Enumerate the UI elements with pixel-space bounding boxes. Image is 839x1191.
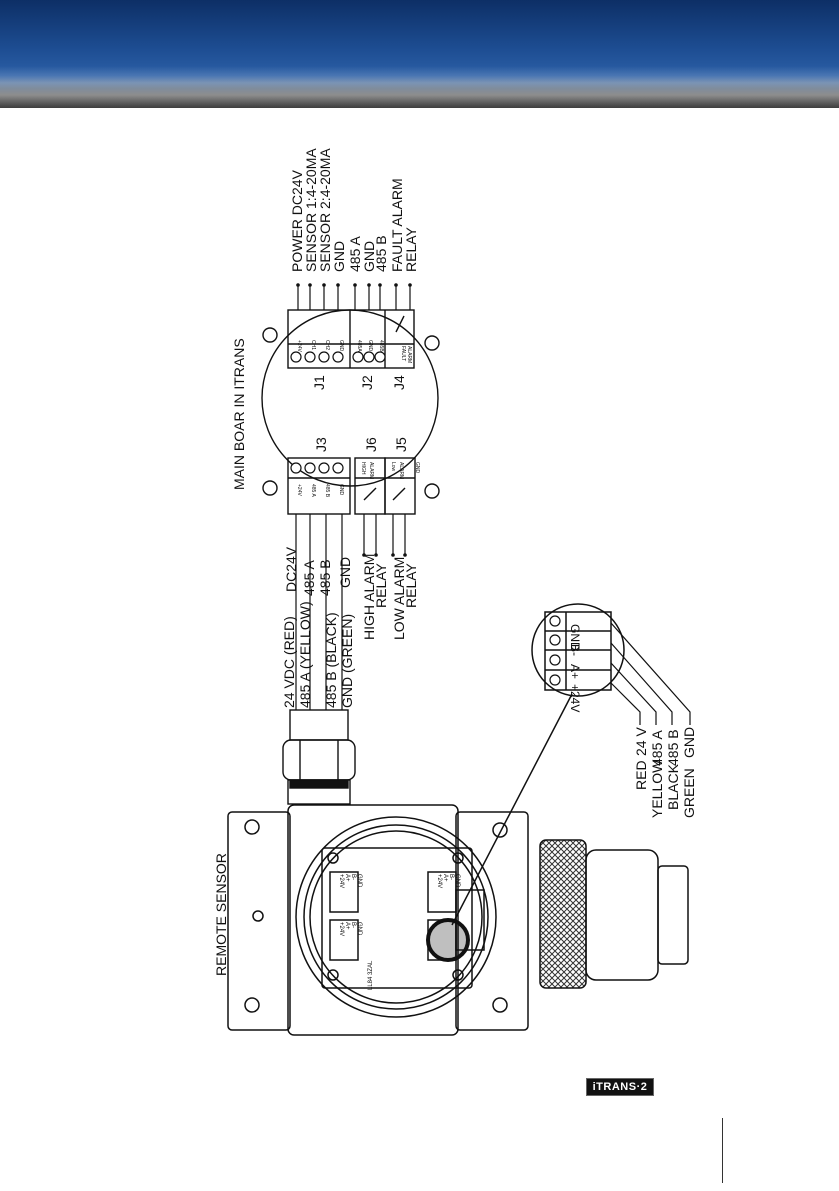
sensor-head-knurl	[539, 839, 587, 989]
label-sensor-1: SENSOR 1:4-20MA	[303, 148, 319, 272]
svg-text:B-: B-	[350, 874, 356, 880]
svg-text:485 A: 485 A	[310, 484, 316, 497]
connector-j2: J2	[359, 375, 375, 390]
wire-signal-24v: 24 V	[633, 727, 649, 756]
svg-text:GND: GND	[356, 874, 362, 888]
svg-text:HIGH: HIGH	[360, 462, 366, 475]
svg-text:B-: B-	[448, 874, 454, 880]
main-board-hole-1	[262, 327, 278, 343]
low-alarm-relay: RELAY	[403, 562, 419, 608]
svg-text:GND: GND	[454, 874, 460, 888]
wire-signal-485b: 485 B	[665, 729, 681, 766]
wire-signal-485a: 485 A	[649, 730, 665, 766]
svg-text:ALARM: ALARM	[406, 346, 412, 363]
wire-color-green: GREEN	[681, 768, 697, 818]
svg-text:ALARM: ALARM	[398, 462, 404, 479]
zoom-leader-line	[451, 693, 573, 926]
low-alarm-label: LOW ALARM	[391, 557, 407, 640]
highlight-circle	[426, 918, 470, 962]
label-gnd-j1: GND	[331, 241, 347, 272]
svg-text:485B: 485B	[378, 340, 384, 352]
svg-text:Low: Low	[390, 462, 396, 472]
connector-j5: J5	[393, 437, 409, 452]
j3-terminal-block	[287, 457, 351, 515]
cable-label-24vdc: 24 VDC (RED)	[281, 616, 297, 708]
svg-text:CH2: CH2	[324, 340, 330, 350]
main-board-hole-3	[424, 335, 440, 351]
svg-text:485A: 485A	[356, 340, 362, 352]
svg-text:GND: GND	[367, 340, 373, 352]
svg-text:485 B: 485 B	[324, 484, 330, 498]
svg-text:+24V: +24V	[338, 922, 344, 936]
cable-label-485a: 485 A (YELLOW)	[297, 601, 313, 708]
wire-signal-gnd: GND	[681, 727, 697, 758]
svg-text:B-: B-	[350, 922, 356, 928]
svg-text:A+: A+	[344, 874, 350, 882]
sensor-head-body	[585, 849, 659, 981]
svg-text:+24V: +24V	[296, 484, 302, 496]
header-band	[0, 0, 839, 108]
remote-sensor-title: REMOTE SENSOR	[213, 853, 229, 976]
connector-j4: J4	[391, 375, 407, 390]
svg-text:+24V: +24V	[296, 340, 302, 352]
sensor-housing-screw	[252, 910, 264, 922]
j3-label-gnd: GND	[337, 557, 353, 588]
page-rule	[722, 1118, 723, 1183]
main-board-title: MAIN BOAR IN ITRANS	[231, 338, 247, 490]
cable-label-gnd: GND (GREEN)	[339, 614, 355, 708]
svg-text:+24V: +24V	[436, 874, 442, 888]
zoom-label-24v: +24V	[568, 684, 582, 712]
high-alarm-relay: RELAY	[373, 562, 389, 608]
label-power-dc24v: POWER DC24V	[289, 169, 305, 272]
zoom-label-b-minus: B-	[568, 644, 582, 656]
sensor-housing-ring-inner	[303, 824, 489, 1010]
connector-j1: J1	[311, 375, 327, 390]
sensor-housing-body	[287, 804, 459, 1036]
high-alarm-label: HIGH ALARM	[361, 554, 377, 640]
label-gnd-j2: GND	[361, 241, 377, 272]
zoom-label-a-plus: A+	[568, 664, 582, 679]
sensor-housing-ring-outer	[295, 816, 497, 1018]
svg-text:+24V: +24V	[338, 874, 344, 888]
j5-relay-block	[384, 457, 416, 515]
zoom-circle	[531, 603, 625, 697]
svg-text:FAULT: FAULT	[400, 346, 406, 361]
cable-label-485b: 485 B (BLACK)	[323, 612, 339, 708]
j1-terminal-block	[287, 309, 415, 369]
zoom-terminal-block	[544, 611, 612, 691]
sensor-part-number: LL84 3ZAL	[368, 960, 374, 990]
svg-text:CH1: CH1	[310, 340, 316, 350]
connector-j6: J6	[363, 437, 379, 452]
label-fault-alarm: FAULT ALARM	[389, 178, 405, 272]
main-board-hole-2	[262, 480, 278, 496]
svg-text:GND: GND	[356, 922, 362, 936]
sensor-housing-left-ear	[227, 811, 291, 1031]
svg-text:GND: GND	[414, 462, 420, 474]
label-485b-j2: 485 B	[373, 235, 389, 272]
connector-j3: J3	[313, 437, 329, 452]
j3-label-485b: 485 B	[317, 559, 333, 596]
wire-color-black: BLACK	[665, 763, 681, 810]
itrans-logo: iTRANS·2	[586, 1078, 654, 1096]
wire-color-yellow: YELLOW	[649, 759, 665, 818]
j3-label-485a: 485 A	[301, 560, 317, 596]
wire-color-red: RED	[633, 760, 649, 790]
svg-text:A+: A+	[442, 874, 448, 882]
label-sensor-2: SENSOR 2:4-20MA	[317, 148, 333, 272]
svg-text:GND: GND	[338, 340, 344, 352]
sensor-housing-right-ear	[455, 811, 529, 1031]
header-shine	[0, 66, 839, 108]
zoom-label-gnd: GND	[568, 624, 582, 651]
main-board-hole-4	[424, 483, 440, 499]
svg-text:GND: GND	[338, 484, 344, 496]
svg-text:ALARM: ALARM	[368, 462, 374, 479]
label-485a-j2: 485 A	[347, 236, 363, 272]
sensor-pcb	[321, 847, 473, 989]
cable-gland-nut	[282, 739, 356, 781]
svg-text:A+: A+	[344, 922, 350, 930]
label-fault-relay: RELAY	[403, 226, 419, 272]
j3-label-dc24v: DC24V	[283, 546, 299, 592]
